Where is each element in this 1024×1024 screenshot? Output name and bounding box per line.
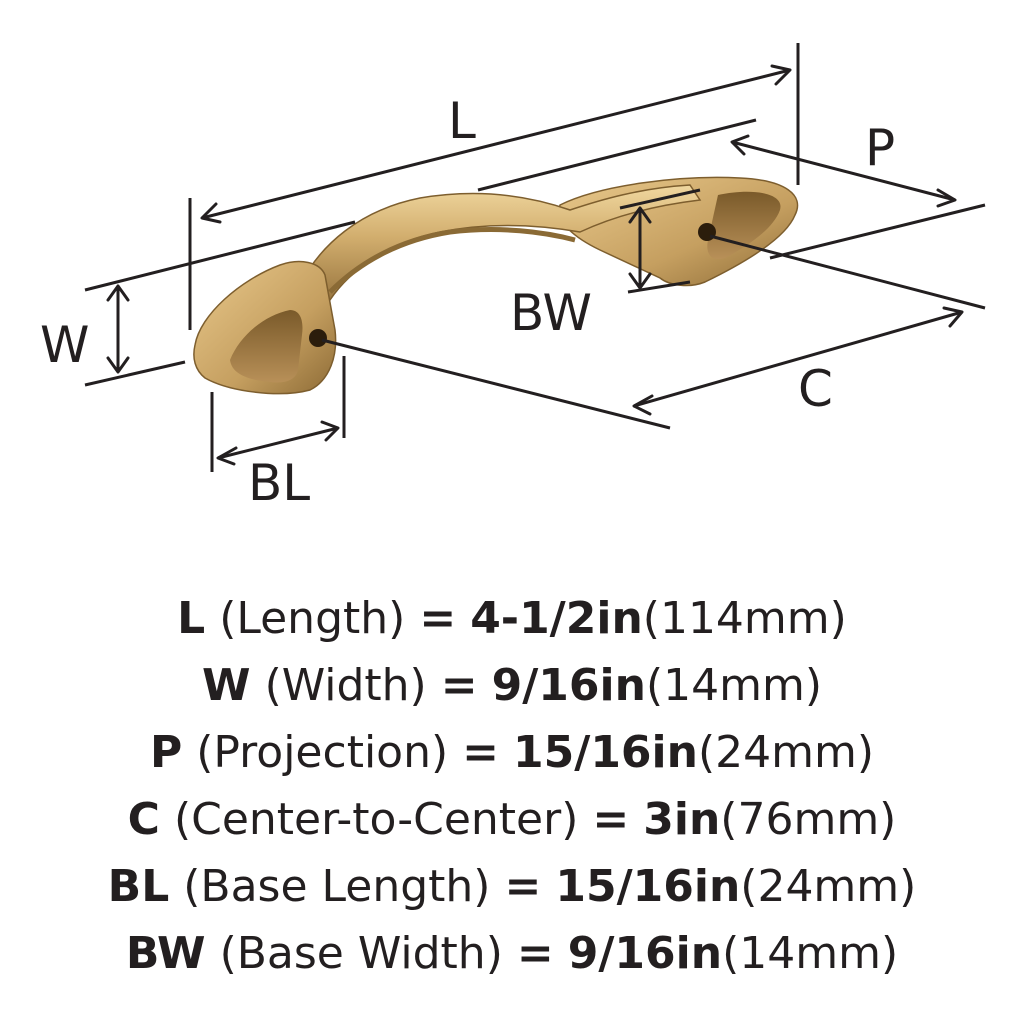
base-length-dimension: BL <box>210 356 346 512</box>
spec-imperial: 15/16in <box>555 861 741 912</box>
spec-equals: = <box>419 593 457 644</box>
label-C: C <box>798 360 833 418</box>
spec-row-base-length: BL (Base Length) = 15/16in(24mm) <box>0 853 1024 920</box>
dimension-diagram: L P W BW C <box>40 43 986 512</box>
right-base-recess <box>707 191 781 260</box>
spec-equals: = <box>516 928 554 979</box>
projection-dimension: P <box>477 118 986 260</box>
spec-description: (Base Length) <box>183 861 491 912</box>
spec-metric: (14mm) <box>722 928 899 979</box>
spec-metric: (114mm) <box>642 593 847 644</box>
spec-imperial: 4-1/2in <box>470 593 643 644</box>
spec-symbol: C <box>127 794 160 845</box>
spec-metric: (14mm) <box>645 660 822 711</box>
spec-symbol: W <box>202 660 251 711</box>
spec-imperial: 9/16in <box>567 928 723 979</box>
center-to-center-dimension: C <box>321 234 986 430</box>
spec-imperial: 15/16in <box>513 727 698 778</box>
handle-groove <box>328 227 576 294</box>
spec-equals: = <box>462 727 500 778</box>
left-screw-hole-icon <box>309 329 327 347</box>
spec-equals: = <box>440 660 478 711</box>
spec-equals: = <box>592 794 630 845</box>
spec-row-base-width: BW (Base Width) = 9/16in(14mm) <box>0 920 1024 987</box>
spec-description: (Projection) <box>196 727 449 778</box>
spec-imperial: 9/16in <box>491 660 646 711</box>
spec-symbol: BW <box>125 928 206 979</box>
spec-metric: (24mm) <box>697 727 874 778</box>
label-P: P <box>865 119 895 177</box>
spec-row-width: W (Width) = 9/16in(14mm) <box>0 652 1024 719</box>
spec-symbol: P <box>149 727 183 778</box>
label-BW: BW <box>510 284 592 342</box>
label-L: L <box>448 92 476 150</box>
spec-symbol: L <box>177 593 206 644</box>
spec-metric: (24mm) <box>740 861 917 912</box>
spec-description: (Center-to-Center) <box>173 794 579 845</box>
width-dimension: W <box>40 220 356 387</box>
spec-equals: = <box>504 861 542 912</box>
spec-imperial: 3in <box>643 794 721 845</box>
label-W: W <box>40 316 89 374</box>
spec-description: (Width) <box>264 660 427 711</box>
left-base-recess <box>230 310 303 383</box>
base-width-dimension: BW <box>510 188 701 342</box>
spec-description: (Base Width) <box>219 928 503 979</box>
spec-row-length: L (Length) = 4-1/2in(114mm) <box>0 585 1024 652</box>
spec-row-projection: P (Projection) = 15/16in(24mm) <box>0 719 1024 786</box>
spec-symbol: BL <box>107 861 170 912</box>
cabinet-pull-illustration <box>193 176 799 395</box>
spec-metric: (76mm) <box>720 794 897 845</box>
label-BL: BL <box>248 454 310 512</box>
spec-row-center-to-center: C (Center-to-Center) = 3in(76mm) <box>0 786 1024 853</box>
specification-list: L (Length) = 4-1/2in(114mm) W (Width) = … <box>0 585 1024 987</box>
spec-description: (Length) <box>219 593 406 644</box>
